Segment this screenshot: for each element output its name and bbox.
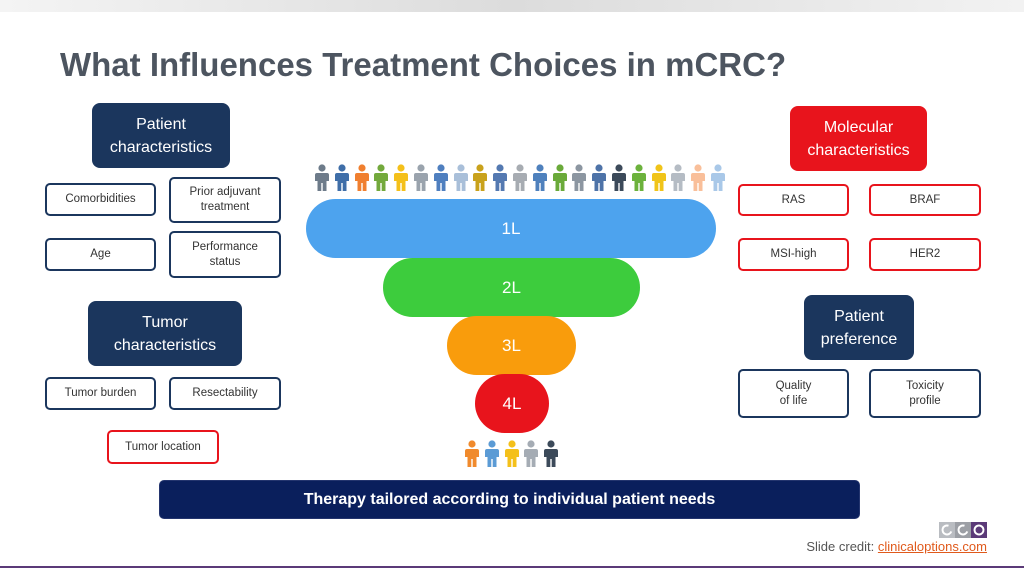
remaining-person-icon (504, 440, 520, 472)
population-person-icon (334, 164, 350, 196)
cco-logo (939, 522, 987, 538)
age-box: Age (45, 238, 156, 271)
population-person-icon (393, 164, 409, 196)
population-person-icon (433, 164, 449, 196)
funnel-level-4l: 4L (475, 374, 549, 433)
logo-square-o-icon (971, 522, 987, 538)
population-person-icon (611, 164, 627, 196)
logo-square-c1-icon (939, 522, 955, 538)
therapy-tailored-banner: Therapy tailored according to individual… (159, 480, 860, 519)
population-person-icon (670, 164, 686, 196)
population-person-icon (690, 164, 706, 196)
funnel-level-2l: 2L (383, 258, 640, 317)
population-person-icon (373, 164, 389, 196)
population-person-icon (571, 164, 587, 196)
tumor-location-box: Tumor location (107, 430, 219, 464)
logo-square-c2-icon (955, 522, 971, 538)
her2-box: HER2 (869, 238, 981, 271)
population-person-icon (631, 164, 647, 196)
population-person-icon (532, 164, 548, 196)
funnel-level-3l: 3L (447, 316, 576, 375)
braf-box: BRAF (869, 184, 981, 216)
population-person-icon (314, 164, 330, 196)
top-gradient-bar (0, 0, 1024, 12)
population-person-icon (413, 164, 429, 196)
funnel-level-1l: 1L (306, 199, 716, 258)
population-person-icon (591, 164, 607, 196)
population-person-icon (354, 164, 370, 196)
population-person-icon (492, 164, 508, 196)
remaining-person-icon (484, 440, 500, 472)
population-person-icon (512, 164, 528, 196)
remaining-person-icon (464, 440, 480, 472)
population-person-icon (552, 164, 568, 196)
resectability-box: Resectability (169, 377, 281, 410)
population-person-icon (710, 164, 726, 196)
population-person-icon (472, 164, 488, 196)
msi-high-box: MSI-high (738, 238, 849, 271)
population-person-icon (453, 164, 469, 196)
clinicaloptions-link[interactable]: clinicaloptions.com (877, 539, 987, 554)
population-person-icon (651, 164, 667, 196)
slide-credit: Slide credit: clinicaloptions.com (806, 539, 987, 554)
tumor-burden-box: Tumor burden (45, 377, 156, 410)
remaining-person-icon (543, 440, 559, 472)
slide-credit-label: Slide credit: (806, 539, 878, 554)
comorbidities-box: Comorbidities (45, 183, 156, 216)
remaining-person-icon (523, 440, 539, 472)
ras-box: RAS (738, 184, 849, 216)
bottom-divider (0, 566, 1024, 568)
slide-title: What Influences Treatment Choices in mCR… (60, 46, 787, 83)
